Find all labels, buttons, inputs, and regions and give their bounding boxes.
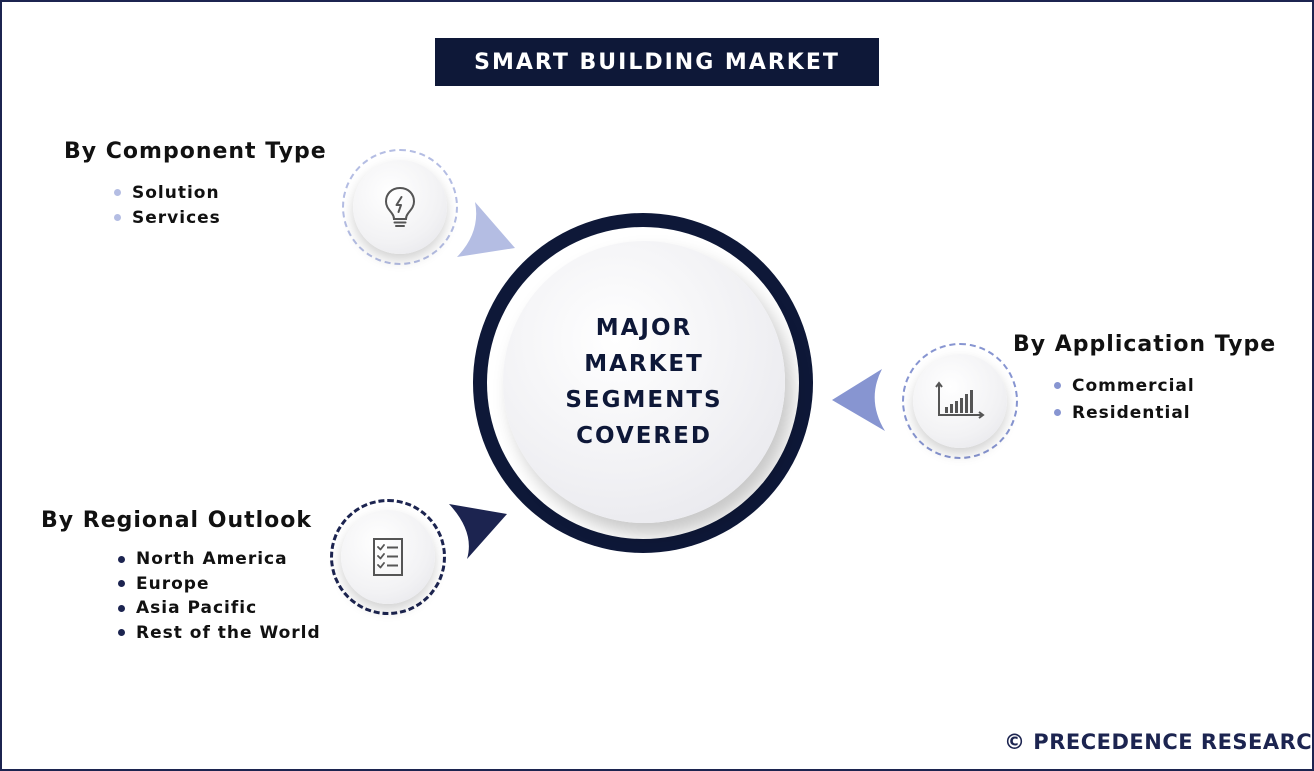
- lightbulb-icon: [384, 186, 416, 227]
- bullet: [114, 214, 121, 221]
- list-item: Residential: [1054, 399, 1195, 426]
- regional-icon-ring: [330, 499, 446, 615]
- bullet: [118, 580, 125, 588]
- bar-chart-icon: [935, 381, 985, 419]
- list-item: Europe: [118, 572, 321, 597]
- application-icon-disc: [913, 354, 1007, 448]
- bullet: [114, 189, 121, 196]
- list-item: Asia Pacific: [118, 596, 321, 621]
- center-line: MAJOR: [595, 315, 693, 341]
- bullet: [118, 555, 125, 563]
- component-arrow: [457, 202, 515, 257]
- title-banner: SMART BUILDING MARKET: [435, 38, 879, 86]
- regional-outlook-list: North America Europe Asia Pacific Rest o…: [118, 547, 321, 645]
- list-item: Services: [114, 205, 221, 230]
- list-item: North America: [118, 547, 321, 572]
- bullet: [118, 629, 125, 637]
- application-icon-ring: [902, 343, 1018, 459]
- list-item: Solution: [114, 180, 221, 205]
- center-label: MAJOR MARKET SEGMENTS COVERED: [503, 241, 785, 523]
- component-type-title: By Component Type: [64, 139, 327, 164]
- component-type-list: Solution Services: [114, 180, 221, 230]
- application-arrow: [832, 369, 885, 431]
- publisher-credit: © PRECEDENCE RESEARCH: [1004, 730, 1314, 754]
- application-type-list: Commercial Residential: [1054, 372, 1195, 426]
- checklist-icon: [373, 538, 403, 576]
- center-disc: [503, 241, 785, 523]
- component-icon-disc: [353, 160, 447, 254]
- center-line: COVERED: [576, 423, 712, 449]
- bullet: [1054, 382, 1061, 389]
- component-icon-ring: [342, 149, 458, 265]
- list-item: Commercial: [1054, 372, 1195, 399]
- regional-icon-disc: [341, 510, 435, 604]
- center-line: SEGMENTS: [565, 387, 723, 413]
- regional-outlook-title: By Regional Outlook: [41, 508, 313, 533]
- list-item: Rest of the World: [118, 621, 321, 646]
- bullet: [118, 604, 125, 612]
- bullet: [1054, 409, 1061, 416]
- center-line: MARKET: [584, 351, 704, 377]
- regional-arrow: [449, 504, 507, 559]
- application-type-title: By Application Type: [1013, 332, 1277, 357]
